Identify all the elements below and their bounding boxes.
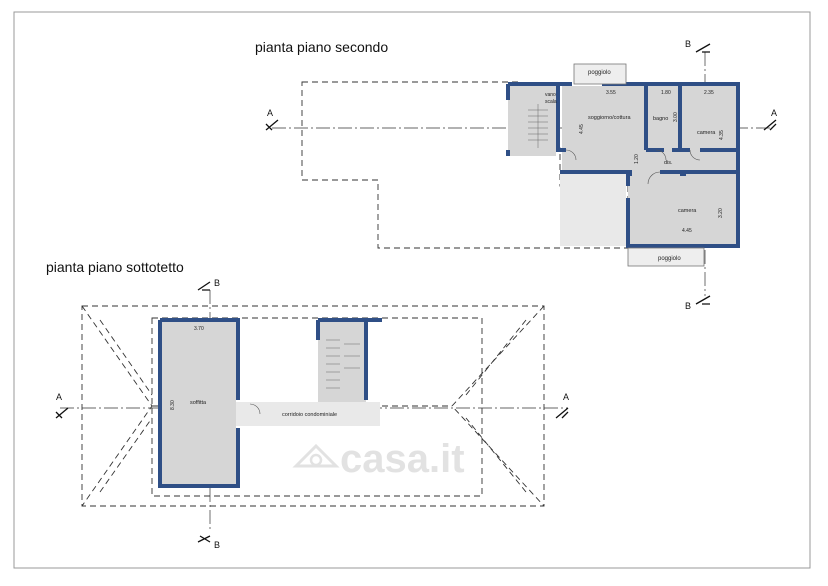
attic-roof-inner [99, 319, 527, 493]
floor2-dim-180: 1.80 [661, 90, 671, 96]
svg-text:A: A [563, 392, 569, 402]
floor2-dim-445h: 4.45 [682, 228, 692, 234]
floor2-dim-300: 3.00 [673, 112, 679, 122]
floor2-column-1 [626, 170, 632, 176]
svg-text:B: B [214, 278, 220, 288]
floor2-column-2 [680, 170, 686, 176]
floor2-balcony-bottom [627, 247, 705, 267]
floor2-dim-355: 3.55 [606, 90, 616, 96]
floor2-landing-area [560, 172, 626, 246]
attic-section-marker-b-top: B [197, 278, 220, 291]
attic-door-swing [249, 403, 261, 415]
floor2-living-area [562, 86, 738, 172]
floor2-dim-320: 3.20 [718, 208, 724, 218]
attic-stair-walls [316, 318, 382, 400]
svg-text:B: B [685, 301, 691, 311]
svg-text:B: B [214, 540, 220, 550]
svg-text:B: B [685, 39, 691, 49]
attic-soffitta-walls [158, 318, 240, 488]
floor2-section-marker-b-top: B [685, 39, 711, 53]
floor2-door-swing-4 [565, 149, 577, 161]
floor2-label-camera-2: camera [678, 208, 697, 214]
attic-title: pianta piano sottotetto [46, 259, 184, 275]
floor2-staircase [528, 104, 548, 148]
attic-staircase [326, 339, 360, 389]
floor2-label-soggiorno: soggiorno/cottura [588, 115, 631, 121]
floor2-label-camera-1: camera [697, 130, 716, 136]
floor2-label-poggiolo-bottom: poggiolo [658, 256, 681, 262]
floor2-label-scala: scala [545, 99, 557, 105]
floor2-door-swing-1 [655, 149, 667, 161]
floor2-dim-235: 2.35 [704, 90, 714, 96]
attic-eave-line [151, 317, 483, 497]
floor2-label-dis: dis. [664, 160, 673, 166]
attic-roof-outline [81, 305, 545, 507]
attic-soffitta-area [162, 322, 236, 484]
attic-section-marker-b-bottom: B [197, 535, 220, 550]
sheet-frame [13, 11, 811, 569]
attic-dim-830: 8.30 [170, 400, 176, 410]
floor2-stair-area [508, 86, 556, 156]
floor2-label-poggiolo-top: poggiolo [588, 70, 611, 76]
floor2-stair-walls [506, 84, 566, 156]
floor2-label-bagno: bagno [653, 116, 668, 122]
watermark-logo: casa.it [292, 437, 465, 481]
floor2-door-swing-2 [689, 149, 701, 161]
attic-section-marker-a-left: A [55, 392, 69, 419]
svg-text:A: A [267, 108, 273, 118]
attic-dim-370: 3.70 [194, 326, 204, 332]
floor2-door-swing-3 [647, 171, 661, 185]
floor2-dim-445v: 4.45 [579, 124, 585, 134]
attic-label-corridoio: corridoio condominiale [282, 412, 337, 418]
attic-stair-area [318, 322, 366, 402]
attic-section-marker-a-right: A [555, 392, 569, 419]
floor2-dim-435: 4.35 [719, 130, 725, 140]
floor2-title: pianta piano secondo [255, 39, 388, 55]
floor2-section-marker-a-left: A [265, 108, 279, 131]
floor2-interior-walls [644, 86, 738, 174]
attic-label-soffitta: soffitta [190, 400, 207, 406]
floor2-balcony-top [573, 63, 627, 85]
watermark-text: casa.it [340, 437, 465, 481]
svg-text:A: A [771, 108, 777, 118]
floor2-label-vano: vano [545, 92, 556, 98]
svg-text:A: A [56, 392, 62, 402]
floor2-section-marker-a-right: A [763, 108, 777, 131]
floor2-bedroom-area [628, 172, 738, 246]
floor2-dim-120: 1.20 [634, 154, 640, 164]
floor2-section-marker-b-bottom: B [685, 295, 711, 311]
